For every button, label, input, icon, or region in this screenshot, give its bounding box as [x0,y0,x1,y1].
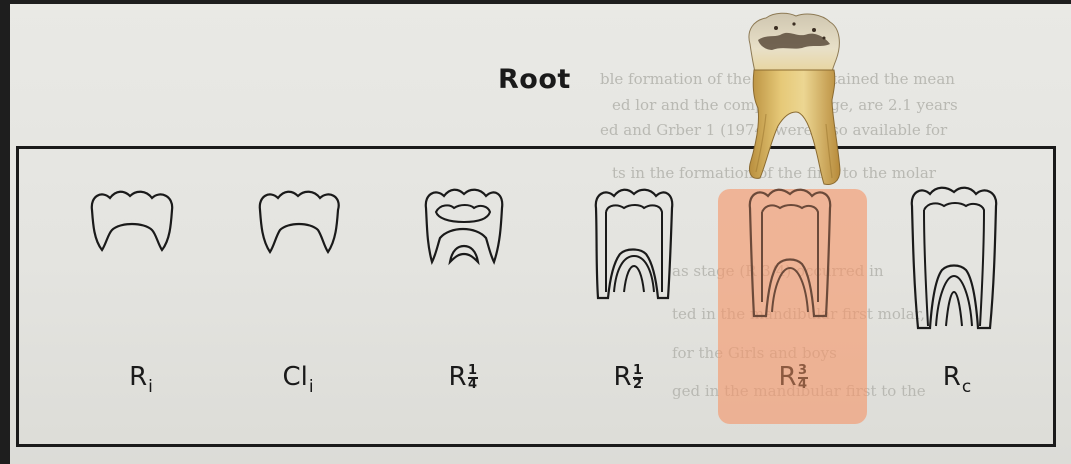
tooth-illustration-ri [86,184,178,256]
tooth-illustration-r-half [590,182,676,302]
tooth-illustration-r-three-quarters [744,182,836,322]
stage-label-ri: Ri [96,364,186,396]
tooth-illustration-cli [254,184,344,256]
figure-title: Root [498,64,571,95]
stage-label-cli: Cli [253,364,343,396]
tooth-illustration-rc [906,180,1002,334]
extracted-tooth-photo [736,4,854,194]
tooth-illustration-r-quarter [420,182,506,270]
stage-label-rc: Rc [912,364,1002,396]
